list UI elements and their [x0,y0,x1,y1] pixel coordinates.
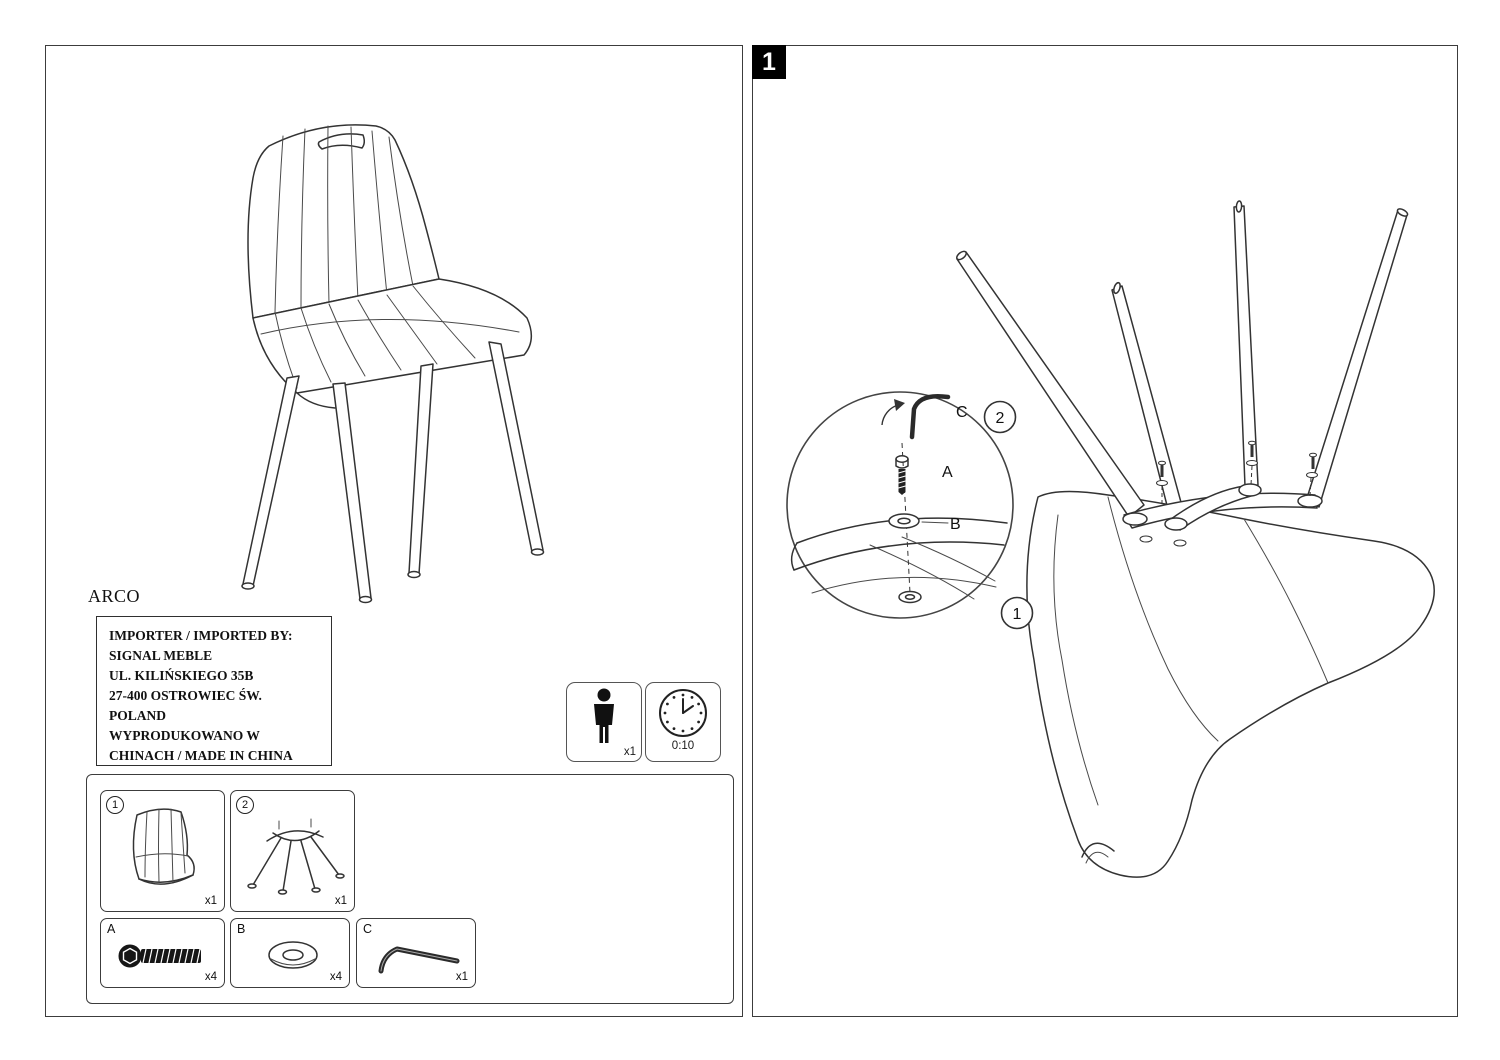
callout-screw-label: A [942,464,953,481]
assembled-chair-illustration [241,124,545,604]
allen-key-icon [378,946,460,974]
screw-callout-markers [1139,440,1318,547]
part-qty: x1 [334,895,347,907]
part-cell-screw: A x4 [100,918,225,988]
assembly-time-box: 0:10 [645,682,721,762]
callout-washer-label: B [950,516,961,533]
step-1-illustration: C A B 2 1 [786,200,1435,878]
part-qty: x1 [204,895,217,907]
part-number-badge: 2 [236,796,254,814]
product-name: ARCO [88,586,141,606]
seat-shell-thumbnail [132,808,195,885]
importer-line: UL. KILIŃSKIEGO 35B [109,667,254,683]
part-letter: A [107,922,116,936]
part-qty: x4 [329,971,342,983]
importer-info-box: IMPORTER / IMPORTED BY: SIGNAL MEBLE UL.… [96,616,332,766]
assembly-time: 0:10 [671,740,695,752]
screw-icon [118,944,201,968]
step-number-badge: 1 [752,45,786,79]
importer-line: SIGNAL MEBLE [109,647,213,663]
importer-line: CHINACH / MADE IN CHINA [109,747,293,763]
svg-text:1: 1 [1013,606,1022,623]
person-icon [594,688,614,743]
part-cell-seat: 1 x1 [100,790,225,912]
part-qty: x1 [455,971,468,983]
left-panel: ARCO IMPORTER / IMPORTED BY: SIGNAL MEBL… [45,45,743,1017]
detail-magnifier-circle [786,391,1014,619]
washer-icon [268,941,318,969]
callout-seat-number: 1 [1000,596,1034,630]
parts-list-box: 1 x1 2 [86,774,734,1004]
part-cell-allen-key: C x1 [356,918,476,988]
magnifier-contents: C A B [790,394,1008,604]
leg-frame-thumbnail [247,818,345,895]
svg-text:2: 2 [996,410,1005,427]
part-letter: B [237,922,246,936]
importer-line: POLAND [109,707,166,723]
persons-count: x1 [623,746,636,758]
importer-line: WYPRODUKOWANO W [109,727,260,743]
importer-line: 27-400 OSTROWIEC ŚW. [109,687,262,703]
persons-required-box: x1 [566,682,642,762]
importer-line: IMPORTER / IMPORTED BY: [109,628,293,643]
part-letter: C [363,922,373,936]
part-qty: x4 [204,971,217,983]
clock-icon [659,689,707,737]
part-number-badge: 1 [106,796,124,814]
part-cell-legframe: 2 x1 [230,790,355,912]
part-cell-washer: B x4 [230,918,350,988]
callout-key-label: C [956,404,968,421]
callout-frame-number: 2 [983,400,1017,434]
